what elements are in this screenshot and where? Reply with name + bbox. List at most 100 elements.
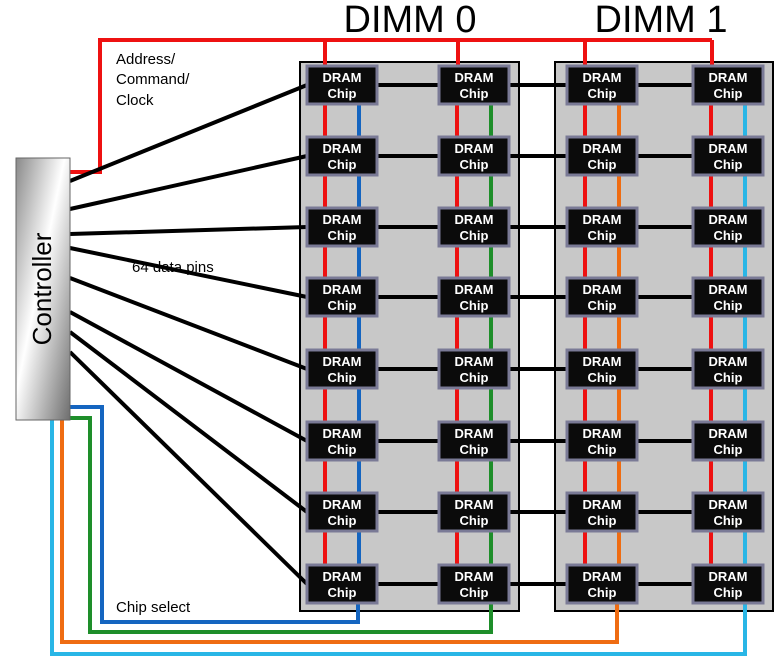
data-fan-wire — [69, 276, 308, 371]
data-fan-wire — [68, 350, 309, 586]
dram-chip-label-line2: Chip — [328, 86, 357, 101]
dram-chip-label-line2: Chip — [588, 513, 617, 528]
dram-chip-body — [305, 64, 379, 106]
dram-chip-label-line2: Chip — [460, 585, 489, 600]
dram-chip-label-line2: Chip — [460, 513, 489, 528]
data-fan-wire — [69, 225, 308, 236]
dram-chip-label-line2: Chip — [328, 442, 357, 457]
dram-chip-label-line2: Chip — [328, 585, 357, 600]
dram-chip-body — [691, 563, 765, 605]
dram-chip-label-line1: DRAM — [709, 70, 748, 85]
dram-chip-label-line1: DRAM — [323, 426, 362, 441]
dram-chip-body — [437, 206, 511, 248]
dram-chip-label-line2: Chip — [588, 370, 617, 385]
dram-chip-label-line1: DRAM — [709, 212, 748, 227]
dram-chip-label-line2: Chip — [460, 370, 489, 385]
dram-chip-label-line2: Chip — [588, 157, 617, 172]
address-label-line3: Clock — [116, 92, 154, 109]
row-wires — [342, 83, 728, 586]
data-pins-label: 64 data pins — [132, 259, 214, 276]
dram-chip-label-line2: Chip — [460, 442, 489, 457]
dram-chip-label-line2: Chip — [328, 228, 357, 243]
dram-chip-label-line1: DRAM — [709, 354, 748, 369]
dram-chip-body — [305, 491, 379, 533]
dram-chip-body — [305, 206, 379, 248]
data-fan-wire — [68, 330, 309, 514]
dram-chip-body — [565, 348, 639, 390]
dram-chip-body — [565, 563, 639, 605]
dram-chip-label-line2: Chip — [714, 86, 743, 101]
dram-chip-body — [437, 563, 511, 605]
dram-chip-label-line2: Chip — [588, 86, 617, 101]
dram-chip-label-line2: Chip — [328, 298, 357, 313]
dram-chip-body — [437, 348, 511, 390]
dram-chip-body — [565, 276, 639, 318]
dram-chip-label-line1: DRAM — [709, 569, 748, 584]
dram-chip-label-line2: Chip — [328, 513, 357, 528]
dram-chip-label-line2: Chip — [714, 228, 743, 243]
dram-chip-label-line2: Chip — [460, 298, 489, 313]
dram-chip-label-line2: Chip — [714, 513, 743, 528]
address-label-line1: Address/ — [116, 51, 176, 68]
dram-chip-label-line1: DRAM — [583, 212, 622, 227]
dram-chip-label-line1: DRAM — [709, 497, 748, 512]
dram-chip-body — [305, 135, 379, 177]
data-fan-wire — [69, 154, 308, 211]
dram-chip-body — [565, 206, 639, 248]
dram-chip-body — [691, 135, 765, 177]
dram-chip-label-line2: Chip — [328, 157, 357, 172]
dram-chip-label-line1: DRAM — [709, 282, 748, 297]
dram-chip-label-line2: Chip — [588, 442, 617, 457]
dram-chip-body — [437, 135, 511, 177]
dram-chip-body — [691, 348, 765, 390]
dram-chips: DRAMChipDRAMChipDRAMChipDRAMChipDRAMChip… — [305, 64, 765, 605]
dram-chip-label-line2: Chip — [714, 157, 743, 172]
dram-chip-label-line2: Chip — [328, 370, 357, 385]
chip-select-wires — [50, 405, 747, 656]
dram-chip-label-line2: Chip — [714, 585, 743, 600]
dram-chip-label-line1: DRAM — [455, 212, 494, 227]
dram-chip-label-line2: Chip — [460, 86, 489, 101]
controller-label: Controller — [27, 232, 57, 345]
dram-chip-label-line1: DRAM — [323, 282, 362, 297]
data-fan-wire — [69, 310, 308, 443]
dram-chip-label-line1: DRAM — [455, 497, 494, 512]
dram-chip-label-line1: DRAM — [583, 354, 622, 369]
dram-chip-label-line1: DRAM — [323, 569, 362, 584]
dram-chip-label-line1: DRAM — [323, 141, 362, 156]
dram-chip-label-line1: DRAM — [455, 569, 494, 584]
dram-chip-label-line2: Chip — [714, 442, 743, 457]
address-label-line2: Command/ — [116, 71, 190, 88]
dram-chip-label-line1: DRAM — [583, 497, 622, 512]
dram-chip-body — [437, 420, 511, 462]
dram-chip-label-line2: Chip — [460, 228, 489, 243]
controller-body — [15, 157, 71, 421]
dram-chip-body — [305, 276, 379, 318]
dram-chip-label-line2: Chip — [588, 228, 617, 243]
dram-chip-label-line2: Chip — [714, 370, 743, 385]
dram-chip-label-line1: DRAM — [583, 282, 622, 297]
